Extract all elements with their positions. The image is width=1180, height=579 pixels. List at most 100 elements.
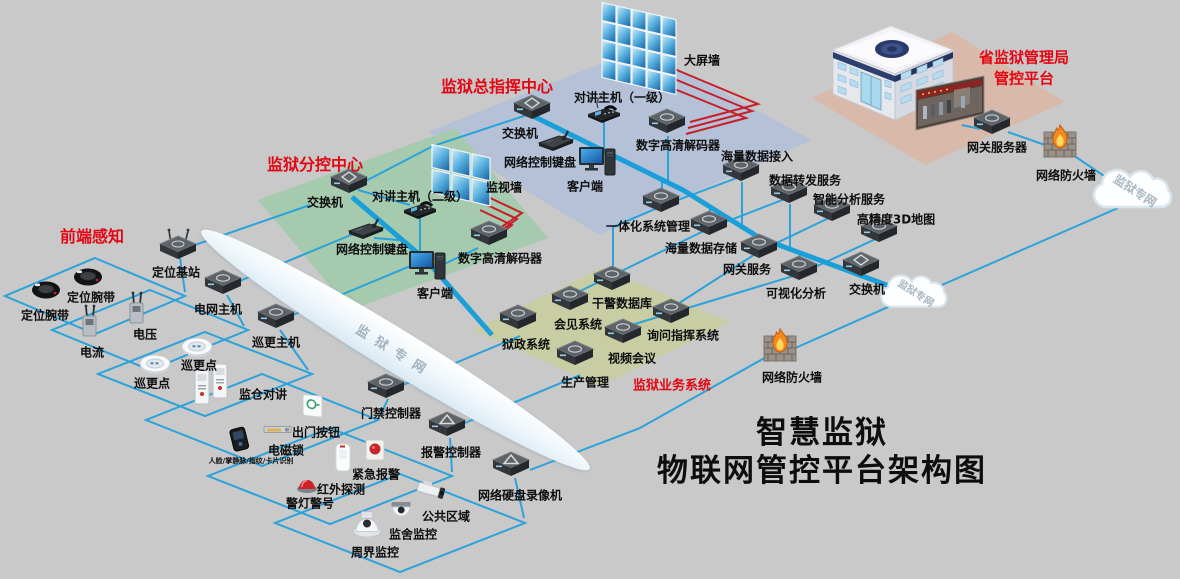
node-sc-client-label: 客户端 xyxy=(416,286,454,301)
video-link-1 xyxy=(671,67,762,123)
node-cc-intercom xyxy=(584,95,624,129)
node-pv-firewall xyxy=(1041,123,1079,163)
node-fe-ptzcam xyxy=(352,509,382,542)
firewall-icon xyxy=(1041,123,1079,163)
sensor-icon xyxy=(125,291,149,331)
node-fe-current xyxy=(78,304,102,344)
network-link-28 xyxy=(179,257,186,293)
network-link-15 xyxy=(373,237,400,241)
node-fe-alarmctrl-label: 报警控制器 xyxy=(420,445,482,460)
node-biz-admin-label: 狱政系统 xyxy=(501,337,551,352)
node-sc-decoder-label: 数字高清解码器 xyxy=(457,251,543,266)
node-biz-interrogation xyxy=(651,298,692,330)
node-svc-forward-label: 数据转发服务 xyxy=(768,173,842,188)
node-pv-firewall-label: 网络防火墙 xyxy=(1035,168,1097,183)
node-svc-integrated xyxy=(641,187,682,219)
video-link-3 xyxy=(671,87,750,135)
node-fe-wristband1 xyxy=(72,266,104,292)
region-title-4: 省监狱管理局 xyxy=(978,48,1070,67)
zone-outline-5 xyxy=(205,426,455,526)
node-fe-emergency-label: 紧急报警 xyxy=(351,467,401,482)
node-fe-voltage-label: 电压 xyxy=(132,327,158,342)
node-cc-keyboard-label: 网络控制键盘 xyxy=(503,155,577,170)
server-icon xyxy=(366,373,407,405)
node-biz-interrogation-label: 询问指挥系统 xyxy=(646,328,720,343)
page-title-line2: 物联网管控平台架构图 xyxy=(657,453,987,489)
node-sc-wall xyxy=(430,142,494,218)
server-icon xyxy=(779,255,820,287)
network-link-30 xyxy=(279,329,309,371)
keyboard-icon xyxy=(347,218,385,244)
server-icon xyxy=(739,233,780,265)
node-pv-gwserver xyxy=(972,109,1013,141)
node-svc-ai xyxy=(812,196,853,228)
node-svc-forward xyxy=(769,178,810,210)
node-biz-production-label: 生产管理 xyxy=(560,375,610,390)
cloud-icon: 监狱专网 xyxy=(1083,168,1180,225)
node-fe-nvr xyxy=(491,451,532,483)
node-fe-cellintercom xyxy=(194,363,230,413)
node-cc-bigwall xyxy=(600,0,684,104)
node-sc-client xyxy=(408,249,448,287)
node-fe-facereader xyxy=(229,426,251,458)
node-cc-decoder-label: 数字高清解码器 xyxy=(635,138,721,153)
server-icon xyxy=(647,108,688,140)
node-sc-keyboard-label: 网络控制键盘 xyxy=(335,242,409,257)
intercom-icon xyxy=(400,191,440,225)
node-biz-db-label: 干警数据库 xyxy=(591,296,653,311)
server-icon xyxy=(859,217,900,249)
node-fe-voltage xyxy=(125,291,149,331)
node-fe-wristband2 xyxy=(30,279,62,305)
intercom-icon xyxy=(584,95,624,129)
client-icon xyxy=(408,251,448,287)
region-title-2: 监狱分控中心 xyxy=(266,155,364,174)
node-fe-basestation-label: 定位基站 xyxy=(151,265,201,280)
photowall-icon xyxy=(914,75,988,138)
node-fe-domecam xyxy=(388,500,415,524)
network-link-21 xyxy=(792,302,898,350)
network-link-18 xyxy=(1007,131,1049,147)
cloud-icon: 监狱专网 xyxy=(872,274,960,323)
doorphone-icon xyxy=(194,363,230,413)
domecam-icon xyxy=(388,502,415,524)
node-svc-gateway xyxy=(739,233,780,265)
node-svc-map xyxy=(859,217,900,249)
switch-icon xyxy=(512,94,553,126)
node-sc-switch-label: 交换机 xyxy=(306,195,344,210)
node-fe-pir-label: 红外探测 xyxy=(316,482,366,497)
node-pv-videowall xyxy=(914,74,988,138)
node-biz-db xyxy=(592,265,633,297)
video-link-2 xyxy=(671,77,756,129)
network-link-14 xyxy=(357,189,411,206)
switch-icon xyxy=(841,251,882,283)
node-cc-keyboard xyxy=(537,128,575,156)
node-svc-storage xyxy=(689,210,730,242)
network-link-31 xyxy=(379,398,389,417)
server-icon xyxy=(555,340,596,372)
node-fe-patrolhost-label: 巡更主机 xyxy=(251,335,301,350)
server-icon xyxy=(603,318,644,350)
node-biz-meeting xyxy=(550,285,591,317)
node-cc-switch xyxy=(512,94,553,126)
network-link-33 xyxy=(514,477,525,519)
node-fe-basestation xyxy=(158,227,199,267)
node-fe-emergency xyxy=(364,438,386,466)
node-svc-ai-label: 智能分析服务 xyxy=(812,192,886,207)
server-icon xyxy=(641,187,682,219)
node-fe-beacon xyxy=(295,474,319,498)
node-fe-wristband2-label: 定位腕带 xyxy=(20,308,70,323)
wristband-icon xyxy=(30,281,62,305)
serverTri-icon xyxy=(491,451,532,483)
node-fe-patrol2-label: 巡更点 xyxy=(133,376,171,391)
region-title-5: 管控平台 xyxy=(993,69,1055,88)
business-platform xyxy=(473,268,730,386)
node-fe-gridhost xyxy=(203,269,244,301)
node-svc-switch xyxy=(841,251,882,283)
node-svc-storage-label: 海量数据存储 xyxy=(664,241,738,256)
network-link-32 xyxy=(449,437,453,473)
blackdevice-icon xyxy=(229,426,251,458)
node-biz-production xyxy=(555,340,596,372)
node-svc-gateway-label: 网关服务 xyxy=(722,262,772,277)
node-svc-visual-label: 可视化分析 xyxy=(765,286,827,301)
